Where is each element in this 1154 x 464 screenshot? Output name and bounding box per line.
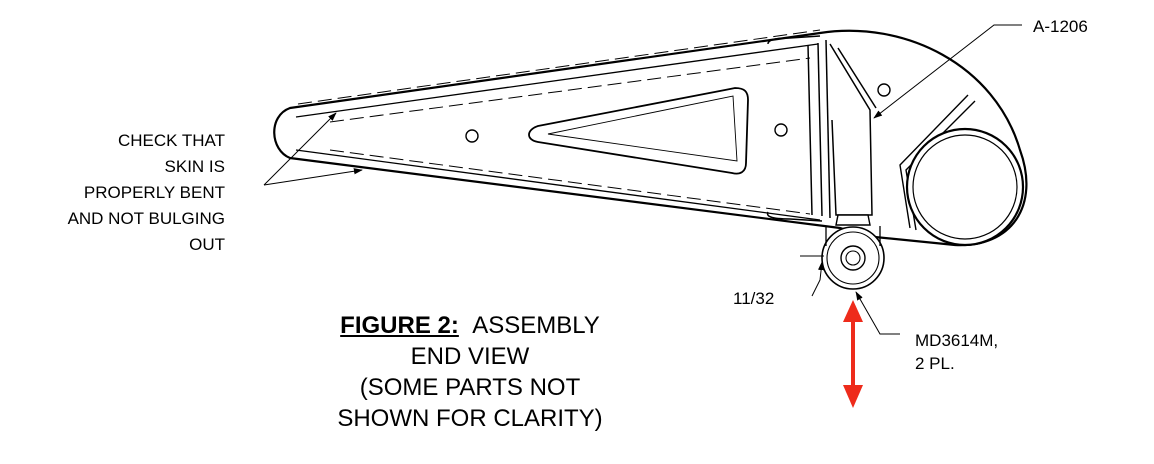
fastener-label-line: 2 PL. bbox=[915, 354, 955, 373]
check-note-line: OUT bbox=[189, 235, 225, 254]
tube bbox=[905, 127, 1025, 247]
check-note-line: AND NOT BULGING bbox=[67, 209, 225, 228]
part-number-label: A-1206 bbox=[1033, 17, 1088, 36]
check-note-line: CHECK THAT bbox=[117, 131, 225, 150]
check-note-line: PROPERLY BENT bbox=[83, 183, 225, 202]
caption-line: SHOWN FOR CLARITY) bbox=[337, 405, 603, 432]
lightening-hole bbox=[528, 87, 749, 175]
wedge-body bbox=[273, 29, 1028, 247]
hidden-lines bbox=[297, 29, 821, 215]
fastener-label-line: MD3614M, bbox=[915, 331, 999, 350]
fastener-label: MD3614M, 2 PL. bbox=[915, 329, 998, 375]
check-note-line: SKIN IS bbox=[164, 157, 225, 176]
caption-title: ASSEMBLY bbox=[472, 312, 600, 339]
figure-caption: FIGURE 2: ASSEMBLY END VIEW (SOME PARTS … bbox=[300, 310, 640, 434]
motion-arrow bbox=[843, 300, 863, 408]
caption-line: END VIEW bbox=[410, 343, 530, 370]
rod-end bbox=[821, 214, 885, 290]
lightening-hole-inner bbox=[547, 95, 738, 162]
check-skin-note: CHECK THAT SKIN IS PROPERLY BENT AND NOT… bbox=[20, 128, 225, 258]
figure-key: FIGURE 2: bbox=[340, 312, 459, 339]
dimension-label: 11/32 bbox=[733, 289, 775, 308]
caption-line: (SOME PARTS NOT bbox=[359, 374, 581, 401]
bulkhead bbox=[766, 35, 877, 222]
caption-title-line: FIGURE 2: ASSEMBLY bbox=[300, 310, 640, 341]
leader-lines bbox=[263, 24, 1022, 335]
